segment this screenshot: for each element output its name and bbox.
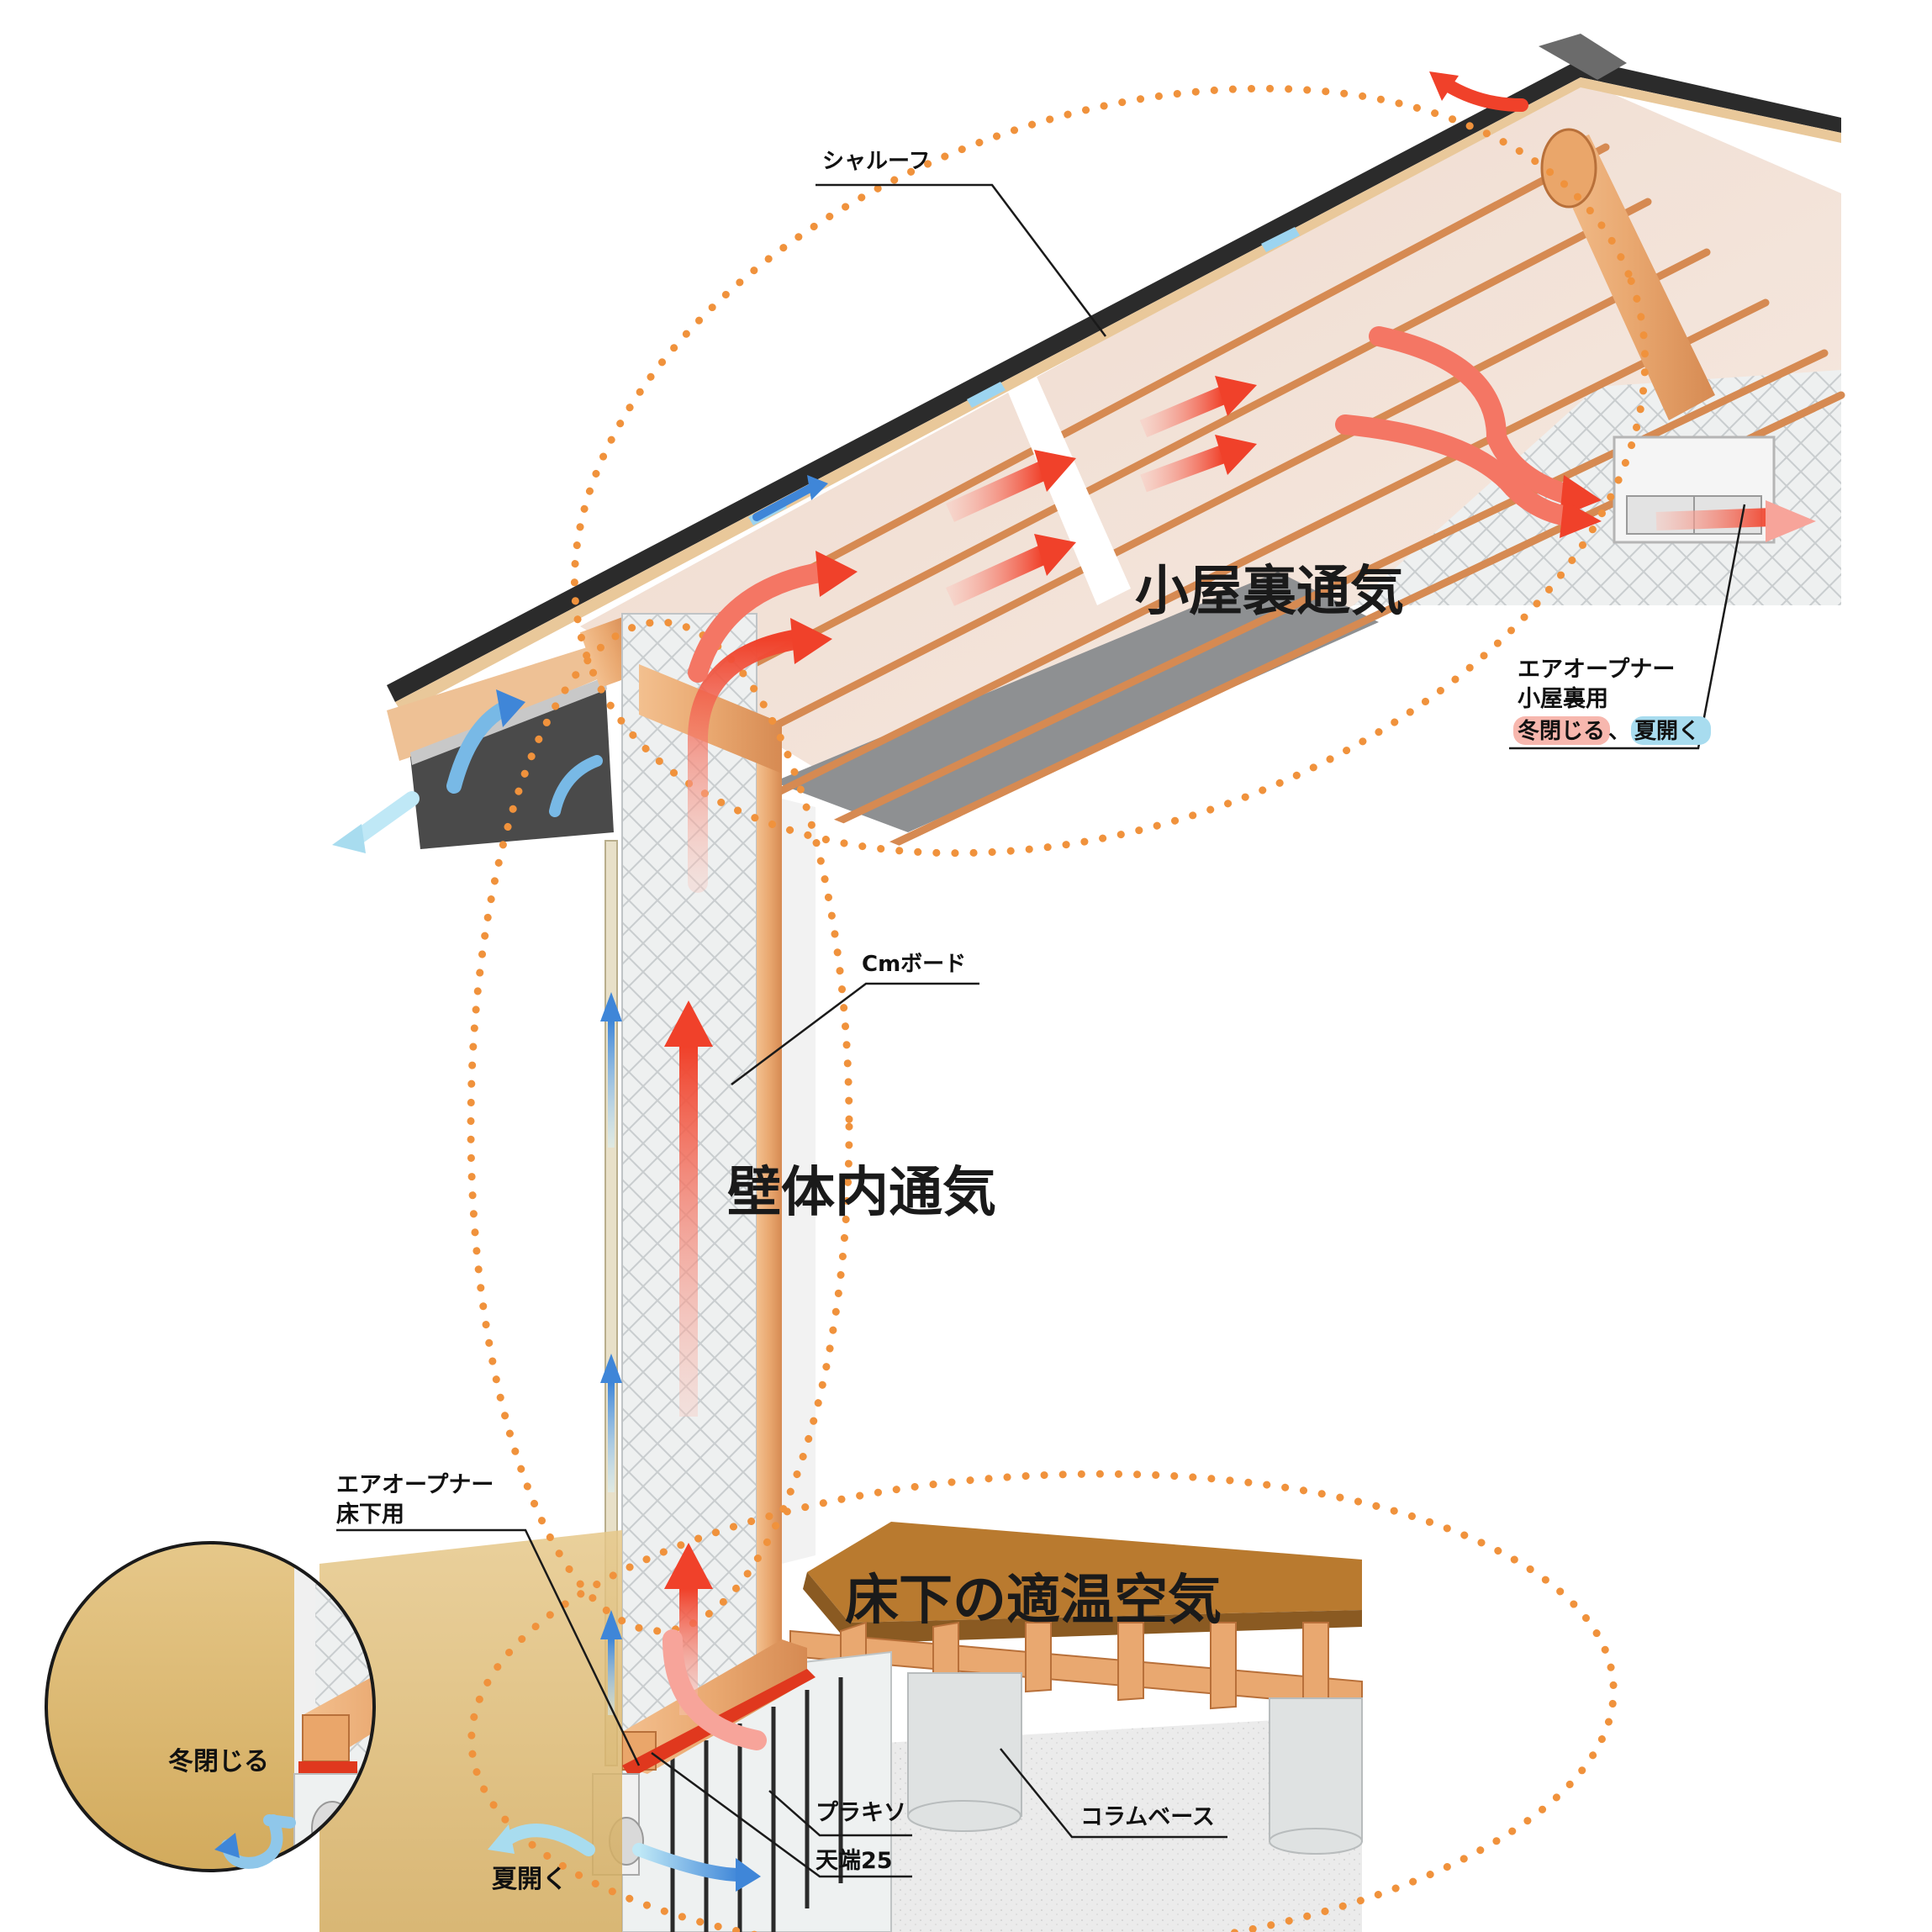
warm-air-arrow — [816, 551, 858, 597]
column-base-label: コラムベース — [1080, 1804, 1215, 1830]
ridge-vent — [1539, 34, 1627, 80]
warm-air-arrow — [662, 1629, 767, 1750]
air-opener-floor-label: エアオープナー — [336, 1472, 494, 1498]
shalroof-label: シャルーフ — [822, 149, 930, 174]
cool-air-arrow — [496, 689, 525, 727]
column-bases — [907, 1672, 1363, 1855]
attic-separator: 、 — [1608, 719, 1630, 744]
attic-warm-arrows — [946, 326, 1816, 606]
summer-open-label: 夏開く — [492, 1865, 567, 1894]
cool-air-arrows — [214, 475, 828, 1892]
wall-stud — [757, 740, 782, 1698]
leader-lines — [336, 183, 1746, 1878]
cool-air-arrow — [600, 1610, 622, 1639]
leader-air-opener-attic — [1509, 504, 1746, 750]
leader-column-base — [1000, 1748, 1227, 1839]
floor-board — [807, 1522, 1362, 1623]
sill-beam — [622, 1639, 807, 1774]
wall-ventilation-label: 壁体内通気 — [727, 1162, 996, 1224]
cm-board-label: Cmボード — [862, 952, 966, 977]
cool-air-arrow — [221, 1814, 283, 1869]
ceiling-joist-band — [1000, 362, 1131, 605]
winter-close-pill — [1513, 716, 1610, 745]
fascia — [410, 677, 607, 765]
interior-room — [782, 799, 1362, 1639]
cool-air-arrow — [498, 1824, 595, 1856]
purakiso-label: プラキソ — [816, 1800, 906, 1826]
summer-open-pill — [1631, 716, 1711, 745]
cool-air-arrow — [608, 1021, 615, 1148]
air-opener-attic-sublabel: 小屋裏用 — [1518, 685, 1608, 712]
warm-air-arrow — [1439, 77, 1528, 112]
leader-tenba25 — [651, 1751, 912, 1878]
underfloor-air-label: 床下の適温空気 — [845, 1570, 1222, 1632]
labels: 小屋裏通気 壁体内通気 床下の適温空気 シャルーフ Cmボード エアオープナー … — [168, 149, 1711, 1894]
floor-joists — [789, 1621, 1363, 1718]
warm-air-arrow — [664, 1000, 713, 1047]
warm-air-arrow — [1429, 71, 1459, 101]
attic-ventilation-label: 小屋裏通気 — [1135, 561, 1404, 623]
top-plate — [639, 664, 782, 773]
leader-air-opener-floor — [336, 1528, 641, 1766]
foundation-ribs — [670, 1677, 843, 1932]
leader-shalroof — [816, 183, 1106, 337]
interior-wall-board — [782, 799, 816, 1564]
leader-purakiso — [768, 1790, 912, 1837]
zone-outlines — [467, 84, 1650, 1932]
wall-zone-outline — [467, 618, 853, 1635]
cool-air-arrow — [608, 1639, 615, 1715]
detail-inset — [45, 1541, 376, 1872]
air-opener-attic-label: エアオープナー — [1518, 657, 1675, 683]
cool-air-arrow — [736, 1858, 761, 1892]
cool-air-arrow — [214, 1833, 240, 1858]
warm-air-arrow — [688, 562, 834, 683]
cool-air-arrow — [600, 1354, 622, 1383]
warm-air-arrows — [662, 71, 1816, 1750]
attic-end-wall — [1354, 370, 1841, 605]
floor-zone-outline — [467, 1470, 1618, 1932]
attic-winter-close-label: 冬閉じる — [1518, 719, 1605, 744]
tenba25-label: 天端25 — [816, 1848, 893, 1874]
cool-air-arrow — [600, 992, 622, 1021]
cool-air-arrow — [549, 755, 603, 817]
warm-air-arrow — [790, 618, 832, 664]
warm-air-arrow — [679, 1047, 698, 1417]
attic-summer-open-label: 夏開く — [1634, 719, 1700, 744]
ridge-beam-end — [1540, 128, 1597, 209]
winter-close-label: 冬閉じる — [168, 1747, 269, 1776]
warm-air-arrow — [664, 1543, 713, 1589]
leader-cm-board — [731, 982, 979, 1085]
air-opener-floor-sublabel: 床下用 — [336, 1501, 404, 1528]
rafters — [610, 143, 1845, 853]
cool-air-arrow — [332, 824, 366, 853]
warm-air-arrow — [688, 629, 809, 893]
detail-circle-frame — [45, 1541, 376, 1872]
cool-air-arrow — [807, 475, 828, 500]
cool-air-arrow — [632, 1843, 747, 1882]
cool-air-arrow — [488, 1824, 515, 1854]
attic-zone-outline — [570, 84, 1650, 858]
cool-air-arrow — [608, 1383, 615, 1492]
soffit — [410, 681, 614, 849]
cool-air-arrow — [752, 483, 816, 521]
